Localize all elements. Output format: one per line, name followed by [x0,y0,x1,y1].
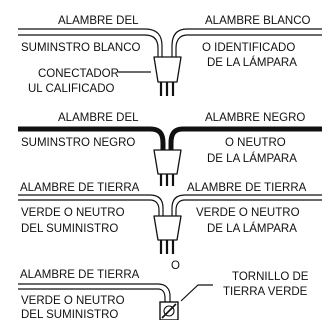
connector-label-line1: CONECTADOR [38,68,119,80]
supply-label-line2: VERDE O NEUTRO [21,295,125,307]
supply-ground-wire [18,194,164,216]
black-wire-connection: ALAMBRE DEL SUMINSTRO NEGRO ALAMBRE NEGR… [18,112,322,186]
supply-label-line1: ALAMBRE DEL [58,112,139,124]
supply-label-line1: ALAMBRE DEL [58,15,139,27]
ground-screw-slot [161,303,177,319]
white-wire-connection: ALAMBRE DEL SUMINSTRO BLANCO ALAMBRE BLA… [18,15,322,96]
lamp-white-wire [171,28,322,57]
or-label: O [171,260,180,272]
lamp-label-line1: ALAMBRE BLANCO [205,15,311,27]
screw-label-line2: TIERRA VERDE [223,286,308,298]
supply-ground-wire [18,283,171,302]
lamp-label-line3: DE LA LÁMPARA [207,152,297,165]
ground-wire-connection: ALAMBRE DE TIERRA VERDE O NEUTRO DEL SUM… [18,182,322,272]
supply-label-line3: DEL SUMINISTRO [21,223,118,235]
wire-nut-connector [153,56,182,83]
supply-label-line1: ALAMBRE DE TIERRA [20,269,140,281]
lamp-label-line2: VERDE O NEUTRO [196,207,300,219]
lamp-label-line1: ALAMBRE NEGRO [205,112,305,124]
lamp-label-line3: DE LA LÁMPARA [207,222,297,235]
wire-nut-connector [153,215,182,241]
lamp-label-line3: DE LA LÁMPARA [207,56,297,69]
screw-label-line1: TORNILLO DE [232,271,309,283]
ground-screw-connection: ALAMBRE DE TIERRA VERDE O NEUTRO DEL SUM… [18,269,309,320]
lamp-black-wire [168,126,322,150]
supply-white-wire [18,28,163,57]
supply-label-line2: SUMINSTRO BLANCO [21,42,141,54]
supply-label-line1: ALAMBRE DE TIERRA [20,182,140,194]
connector-label-line2: UL CALIFICADO [28,83,115,95]
lamp-label-line2: O NEUTRO [225,137,286,149]
lamp-label-line2: O IDENTIFICADO [202,42,295,54]
lamp-label-line1: ALAMBRE DE TIERRA [187,182,307,194]
supply-label-line2: SUMINSTRO NEGRO [21,137,135,149]
wire-nut-connector [153,149,182,175]
ground-screw-head [163,305,175,317]
supply-black-wire [18,126,166,150]
supply-label-line2: VERDE O NEUTRO [21,207,125,219]
supply-label-line3: DEL SUMINISTRO [21,309,118,320]
screw-leader-line [180,284,213,302]
lamp-ground-wire [171,194,322,216]
